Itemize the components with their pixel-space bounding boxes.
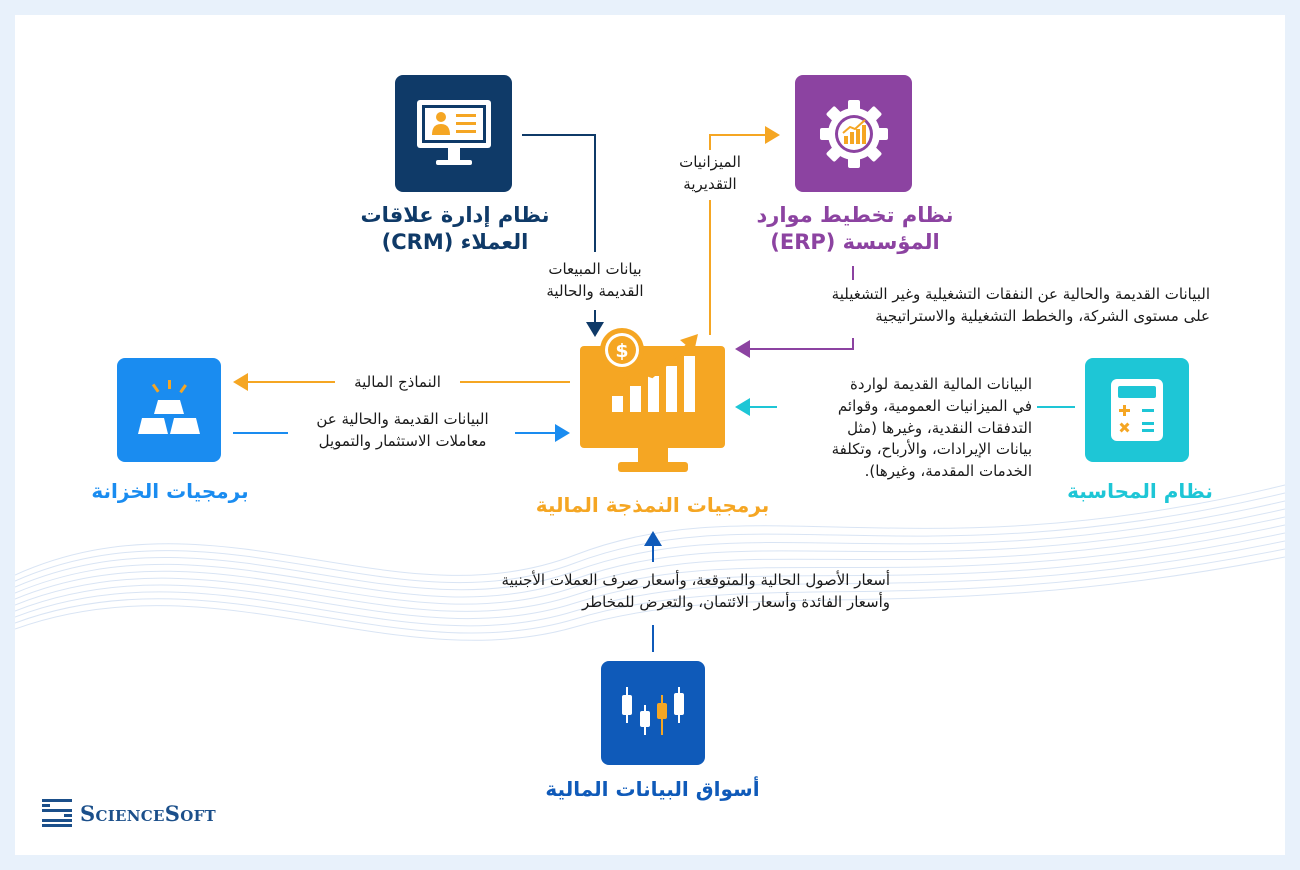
- modeling-monitor-dollar-chart-icon: $: [580, 328, 725, 472]
- accounting-to-modeling-arrowhead: [735, 398, 750, 416]
- erp-title: نظام تخطيط موارد المؤسسة (ERP): [740, 202, 970, 257]
- modeling-node: $: [580, 328, 725, 478]
- crm-to-modeling-line: [522, 134, 596, 252]
- markets-to-modeling-label-line1: أسعار الأصول الحالية والمتوقعة، وأسعار ص…: [501, 571, 890, 589]
- erp-to-modeling-label-line1: البيانات القديمة والحالية عن النفقات الت…: [831, 285, 1210, 303]
- modeling-to-treasury-arrowhead: [233, 373, 248, 391]
- crm-monitor-icon: [416, 99, 491, 165]
- background-waves: [15, 484, 1285, 641]
- markets-to-modeling-arrowhead: [644, 531, 662, 546]
- sciencesoft-logo-icon: [40, 796, 74, 830]
- accounting-to-modeling-label-line3: التدفقات النقدية، وغيرها (مثل: [847, 418, 1032, 437]
- treasury-to-modeling-label-line2: معاملات الاستثمار والتمويل: [318, 431, 487, 450]
- markets-to-modeling-label-line2: وأسعار الفائدة وأسعار الائتمان، والتعرض …: [581, 592, 890, 611]
- erp-to-modeling-label: البيانات القديمة والحالية عن النفقات الت…: [720, 284, 1210, 328]
- treasury-to-modeling-arrowhead: [555, 424, 570, 442]
- modeling-to-erp-label: الميزانيات التقديرية: [655, 152, 765, 196]
- markets-to-modeling-label: أسعار الأصول الحالية والمتوقعة، وأسعار ص…: [380, 570, 890, 614]
- modeling-to-erp-line-upper: [709, 134, 768, 150]
- modeling-to-erp-label-line1: الميزانيات: [679, 153, 741, 171]
- markets-title: أسواق البيانات المالية: [545, 777, 760, 801]
- treasury-node: [117, 358, 221, 462]
- modeling-title: برمجيات النمذجة المالية: [535, 493, 770, 517]
- modeling-to-erp-label-line2: التقديرية: [683, 174, 737, 193]
- accounting-to-modeling-label-line2: في الميزانيات العمومية، وقوائم: [837, 396, 1032, 415]
- modeling-to-treasury-label: النماذج المالية: [354, 373, 441, 391]
- treasury-gold-bars-icon: [138, 380, 200, 434]
- accounting-to-modeling-label-line1: البيانات المالية القديمة لواردة: [849, 375, 1032, 393]
- crm-to-modeling-label-line1: بيانات المبيعات: [548, 260, 642, 278]
- accounting-calculator-icon: [1111, 379, 1163, 441]
- erp-to-modeling-label-line2: على مستوى الشركة، والخطط التشغيلية والاس…: [875, 306, 1210, 325]
- crm-to-modeling-label: بيانات المبيعات القديمة والحالية: [515, 259, 675, 303]
- accounting-node: [1085, 358, 1189, 462]
- markets-candlestick-icon: [622, 687, 684, 735]
- accounting-title: نظام المحاسبة: [1067, 479, 1213, 503]
- erp-to-modeling-arrowhead: [735, 340, 750, 358]
- sciencesoft-logo-text: ScienceSoft: [80, 800, 216, 826]
- markets-node: [601, 661, 705, 765]
- crm-node: [395, 75, 512, 192]
- erp-gear-chart-icon: [819, 99, 888, 168]
- svg-text:$: $: [615, 340, 628, 362]
- crm-title: نظام إدارة علاقات العملاء (CRM): [330, 202, 580, 257]
- sciencesoft-logo: ScienceSoft: [40, 796, 216, 830]
- erp-node: [795, 75, 912, 192]
- erp-to-modeling-line-bottom: [748, 338, 854, 350]
- accounting-to-modeling-label-line5: الخدمات المقدمة، وغيرها).: [864, 462, 1032, 480]
- erp-title-line2: المؤسسة (ERP): [770, 230, 940, 255]
- crm-to-modeling-arrowhead: [586, 322, 604, 337]
- treasury-title: برمجيات الخزانة: [91, 479, 249, 503]
- erp-title-line1: نظام تخطيط موارد: [756, 203, 954, 227]
- accounting-to-modeling-label-line4: بيانات الإيرادات، والأرباح، وتكلفة: [831, 440, 1032, 459]
- crm-to-modeling-label-line2: القديمة والحالية: [546, 281, 644, 300]
- crm-title-line1: نظام إدارة علاقات: [360, 203, 550, 227]
- crm-title-line2: العملاء (CRM): [381, 230, 529, 255]
- treasury-to-modeling-label: البيانات القديمة والحالية عن معاملات الا…: [285, 409, 520, 453]
- modeling-to-erp-arrowhead: [765, 126, 780, 144]
- accounting-to-modeling-label: البيانات المالية القديمة لواردة في الميز…: [772, 374, 1032, 483]
- treasury-to-modeling-label-line1: البيانات القديمة والحالية عن: [316, 410, 489, 428]
